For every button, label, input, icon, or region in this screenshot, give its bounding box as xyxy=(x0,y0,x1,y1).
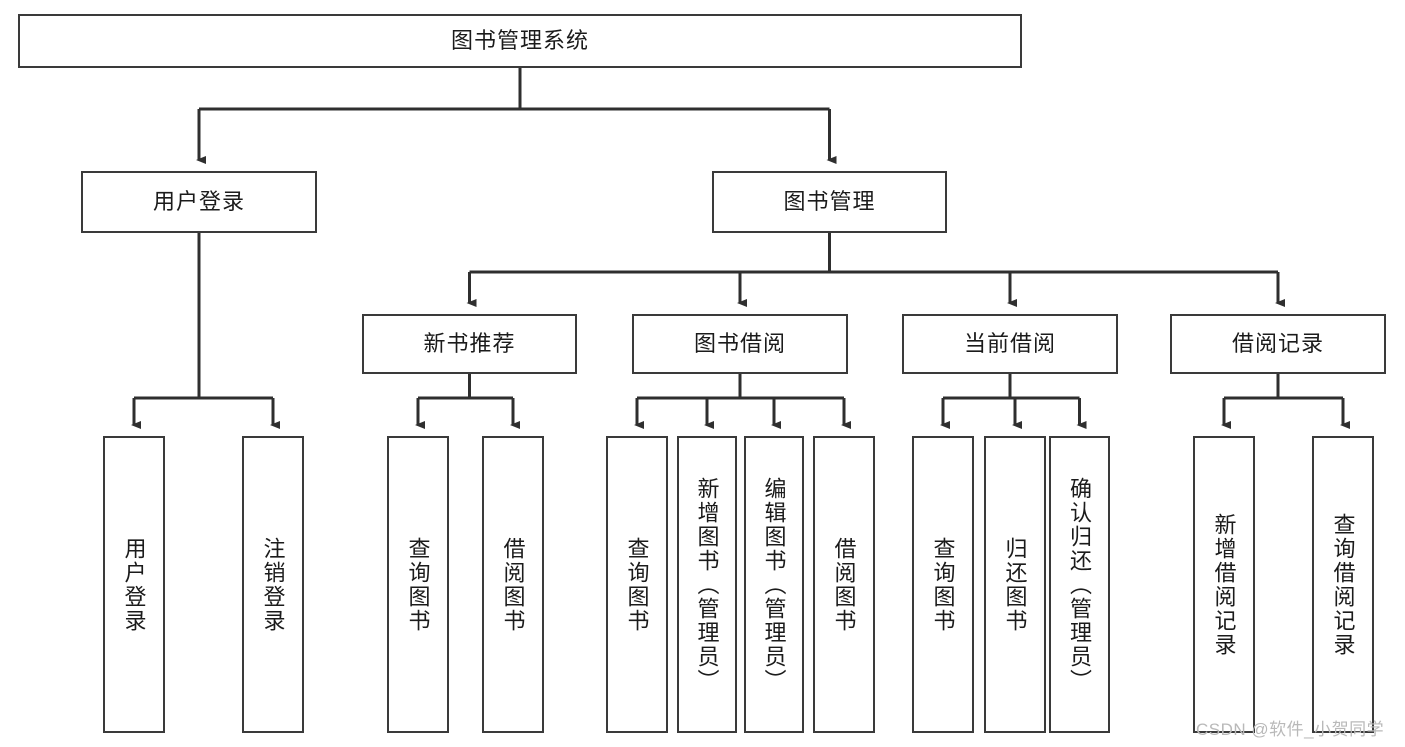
node-label: 新增图书（管理员） xyxy=(694,476,720,693)
node-label: 注销登录 xyxy=(260,536,286,633)
node-label: 借阅图书 xyxy=(831,536,857,633)
node-label: 编辑图书（管理员） xyxy=(761,476,787,693)
node-label: 借阅图书 xyxy=(500,536,526,633)
node-label: 借阅记录 xyxy=(1231,330,1324,356)
node-label: 图书管理系统 xyxy=(450,27,589,53)
node-leaf-borrow-book-1[interactable]: 借阅图书 xyxy=(482,436,544,733)
node-label: 新增借阅记录 xyxy=(1211,512,1237,657)
node-label: 归还图书 xyxy=(1002,536,1028,633)
node-leaf-user-logout[interactable]: 注销登录 xyxy=(242,436,304,733)
node-root[interactable]: 图书管理系统 xyxy=(18,14,1022,68)
node-user-login[interactable]: 用户登录 xyxy=(81,171,317,233)
node-leaf-add-record[interactable]: 新增借阅记录 xyxy=(1193,436,1255,733)
node-label: 当前借阅 xyxy=(963,330,1056,356)
node-label: 新书推荐 xyxy=(423,330,516,356)
node-leaf-user-login[interactable]: 用户登录 xyxy=(103,436,165,733)
node-new-book-recommend[interactable]: 新书推荐 xyxy=(362,314,577,374)
node-leaf-return-book[interactable]: 归还图书 xyxy=(984,436,1046,733)
watermark-label: CSDN @软件_小贺同学 xyxy=(1196,720,1385,739)
node-book-management[interactable]: 图书管理 xyxy=(712,171,947,233)
node-book-borrow[interactable]: 图书借阅 xyxy=(632,314,848,374)
node-label: 用户登录 xyxy=(152,188,245,214)
node-borrow-record[interactable]: 借阅记录 xyxy=(1170,314,1386,374)
node-label: 查询图书 xyxy=(930,536,956,633)
node-label: 图书管理 xyxy=(783,188,876,214)
node-label: 查询图书 xyxy=(405,536,431,633)
node-leaf-add-book[interactable]: 新增图书（管理员） xyxy=(677,436,737,733)
node-leaf-query-book-3[interactable]: 查询图书 xyxy=(912,436,974,733)
node-label: 查询借阅记录 xyxy=(1330,512,1356,657)
node-label: 图书借阅 xyxy=(693,330,786,356)
node-label: 确认归还（管理员） xyxy=(1067,476,1093,693)
node-current-borrow[interactable]: 当前借阅 xyxy=(902,314,1118,374)
node-leaf-edit-book[interactable]: 编辑图书（管理员） xyxy=(744,436,804,733)
node-leaf-borrow-book-2[interactable]: 借阅图书 xyxy=(813,436,875,733)
node-leaf-query-book-2[interactable]: 查询图书 xyxy=(606,436,668,733)
node-leaf-confirm-return[interactable]: 确认归还（管理员） xyxy=(1049,436,1110,733)
node-label: 用户登录 xyxy=(121,536,147,633)
node-leaf-query-book-1[interactable]: 查询图书 xyxy=(387,436,449,733)
node-label: 查询图书 xyxy=(624,536,650,633)
node-leaf-query-record[interactable]: 查询借阅记录 xyxy=(1312,436,1374,733)
